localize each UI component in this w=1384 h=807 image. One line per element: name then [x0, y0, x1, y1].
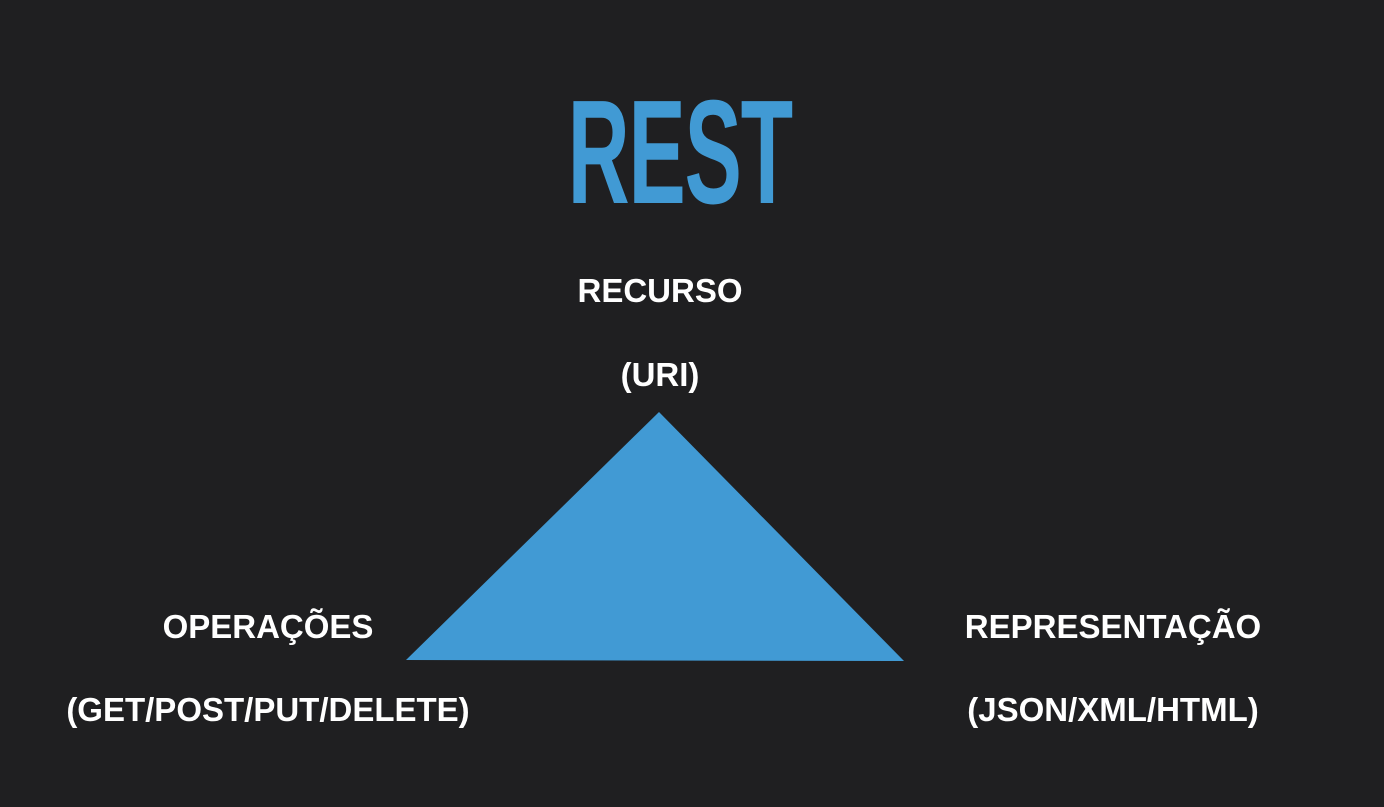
vertex-left-name: OPERAÇÕES	[162, 608, 374, 645]
vertex-right-name: REPRESENTAÇÃO	[964, 608, 1262, 645]
triangle-shape	[406, 412, 904, 661]
vertex-left-detail: (GET/POST/PUT/DELETE)	[66, 691, 470, 728]
vertex-top-name: RECURSO	[577, 272, 743, 309]
slide-title: REST	[567, 70, 793, 235]
vertex-right-detail: (JSON/XML/HTML)	[967, 691, 1259, 728]
vertex-top-detail: (URI)	[620, 356, 700, 393]
